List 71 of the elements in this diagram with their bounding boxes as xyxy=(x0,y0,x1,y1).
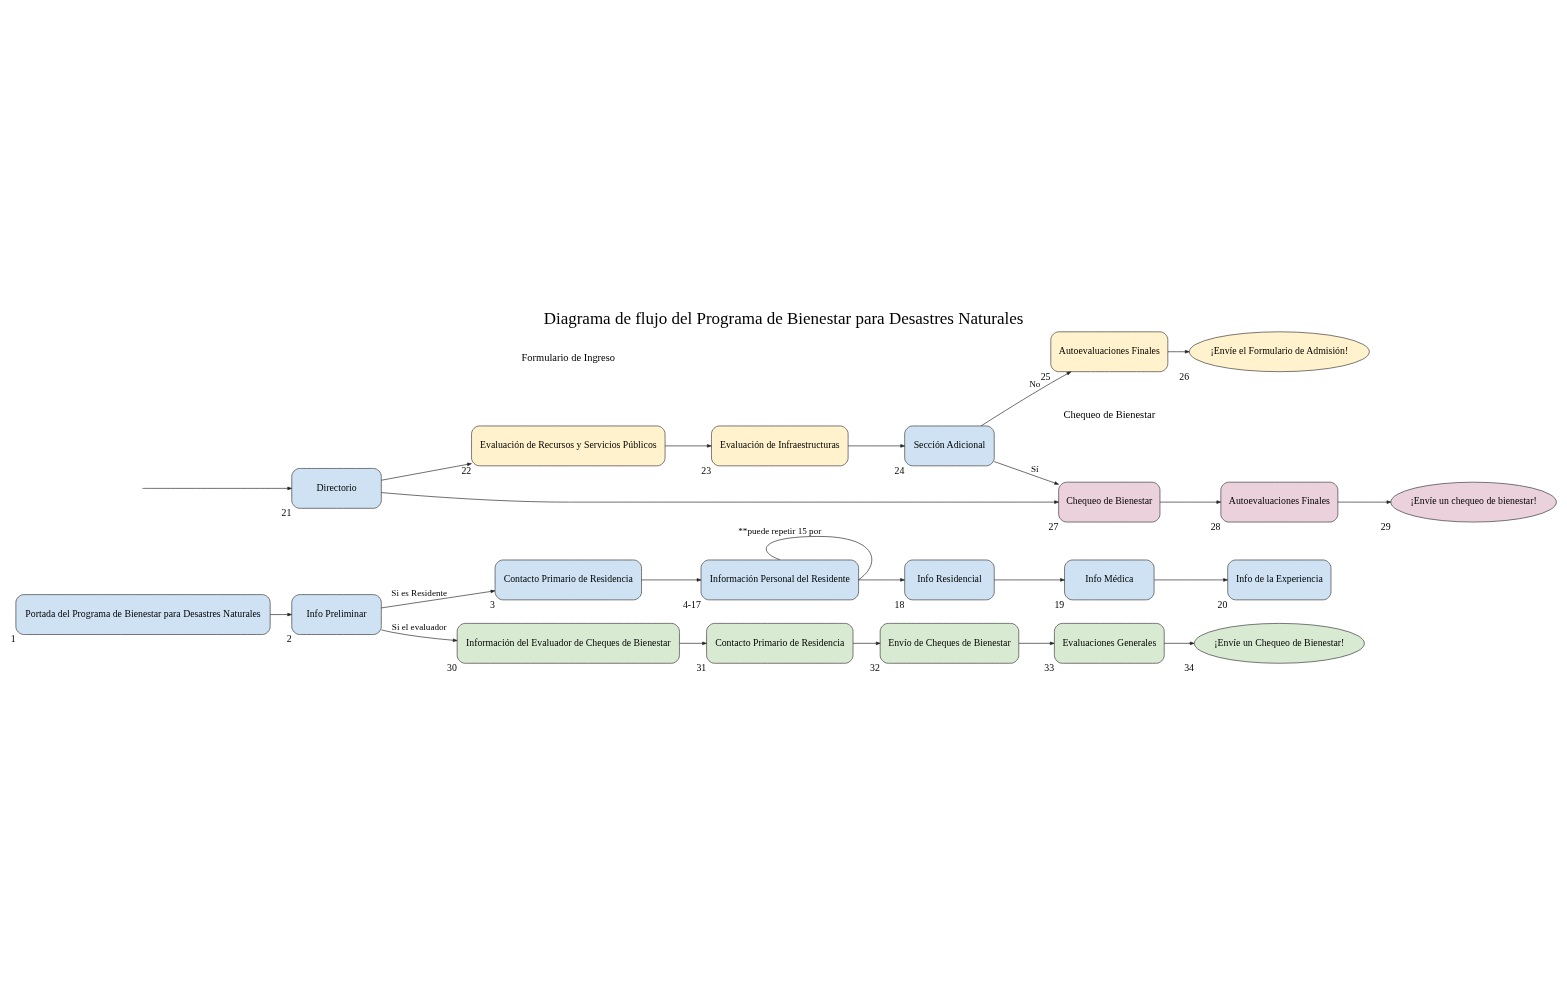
node-label: 19 xyxy=(1054,598,1065,610)
node-box: Info de la Experiencia xyxy=(1227,559,1332,600)
arrow xyxy=(381,491,1059,504)
node-label: 4-17 xyxy=(682,598,701,610)
node-label: 33 xyxy=(1044,661,1055,673)
node-box: Info Preliminar xyxy=(291,593,382,635)
node-box: Directorio xyxy=(291,467,382,509)
node-label: 27 xyxy=(1048,520,1059,532)
node-box: Información del Evaluador de Cheques de Bienestar xyxy=(456,622,680,664)
arrow xyxy=(993,577,1065,582)
edge-label: Si el evaluador xyxy=(391,621,447,632)
node-label: 23 xyxy=(701,464,712,476)
arrow xyxy=(852,641,881,645)
label: Formulario de Ingreso xyxy=(521,351,616,363)
node-ellipse: ¡Envíe un Chequeo de Bienestar! xyxy=(1193,622,1365,664)
node-label: 29 xyxy=(1380,520,1391,532)
arrow xyxy=(641,577,702,582)
node-label: 30 xyxy=(447,661,457,673)
arrow xyxy=(1159,499,1222,504)
node-label: 20 xyxy=(1217,598,1228,610)
label: Chequeo de Bienestar xyxy=(1063,408,1156,420)
node-ellipse: ¡Envíe el Formulario de Admisión! xyxy=(1189,330,1370,372)
arrow xyxy=(1153,577,1228,582)
arrow xyxy=(1337,499,1392,504)
node-ellipse: ¡Envíe un chequeo de bienestar! xyxy=(1390,481,1557,522)
arrow xyxy=(993,460,1059,485)
node-box: Sección Adicional xyxy=(904,425,995,466)
node-label: 22 xyxy=(461,464,472,476)
node-label: 32 xyxy=(870,661,880,673)
node-label: 3 xyxy=(490,598,495,610)
arrow xyxy=(381,589,496,608)
arrow xyxy=(679,641,707,645)
node-label: 21 xyxy=(281,506,292,518)
diagram-title: Diagrama de flujo del Programa de Bienestar para Desastres Naturales xyxy=(543,308,1024,328)
edge-label: Si es Residente xyxy=(391,587,448,598)
node-box: Contacto Primario de Residencia xyxy=(706,622,854,664)
arrow xyxy=(143,486,292,490)
node-label: 18 xyxy=(894,598,905,610)
arrow xyxy=(847,443,905,448)
arrow xyxy=(269,612,292,616)
edge-label: Sí xyxy=(1030,463,1039,474)
arrow xyxy=(1018,641,1055,645)
edge-label: **puede repetir 15 por xyxy=(738,525,822,536)
arrow xyxy=(980,371,1072,426)
arrow xyxy=(1167,349,1190,353)
node-label: 28 xyxy=(1210,520,1221,532)
arrow xyxy=(858,577,905,582)
edge-label: No xyxy=(1029,378,1041,389)
arrow xyxy=(664,443,712,448)
node-box: Info Médica xyxy=(1064,559,1155,600)
node-label: 26 xyxy=(1179,370,1190,382)
node-box: Chequeo de Bienestar xyxy=(1058,481,1161,522)
node-box: Información Personal del Residente xyxy=(700,559,859,600)
node-label: 31 xyxy=(696,661,707,673)
node-box: Contacto Primario de Residencia xyxy=(494,559,642,600)
node-label: 25 xyxy=(1040,370,1051,382)
node-label: 2 xyxy=(286,632,292,644)
node-label: 24 xyxy=(894,464,905,476)
node-box: Info Residencial xyxy=(904,559,995,600)
node-box: Evaluación de Recursos y Servicios Públicos xyxy=(471,425,666,466)
node-label: 34 xyxy=(1184,661,1194,673)
arrow xyxy=(381,462,472,481)
node-box: Autoevaluaciones Finales xyxy=(1220,481,1339,522)
node-box: Envío de Cheques de Bienestar xyxy=(879,622,1020,664)
node-box: Autoevaluaciones Finales xyxy=(1050,330,1169,372)
node-box: Evaluación de Infraestructuras xyxy=(711,425,849,466)
node-label: 1 xyxy=(10,632,16,644)
node-box: Portada del Programa de Bienestar para Desastres Naturales xyxy=(15,593,271,635)
node-box: Evaluaciones Generales xyxy=(1054,622,1165,664)
arrow xyxy=(1163,641,1195,645)
arrow xyxy=(381,629,458,642)
